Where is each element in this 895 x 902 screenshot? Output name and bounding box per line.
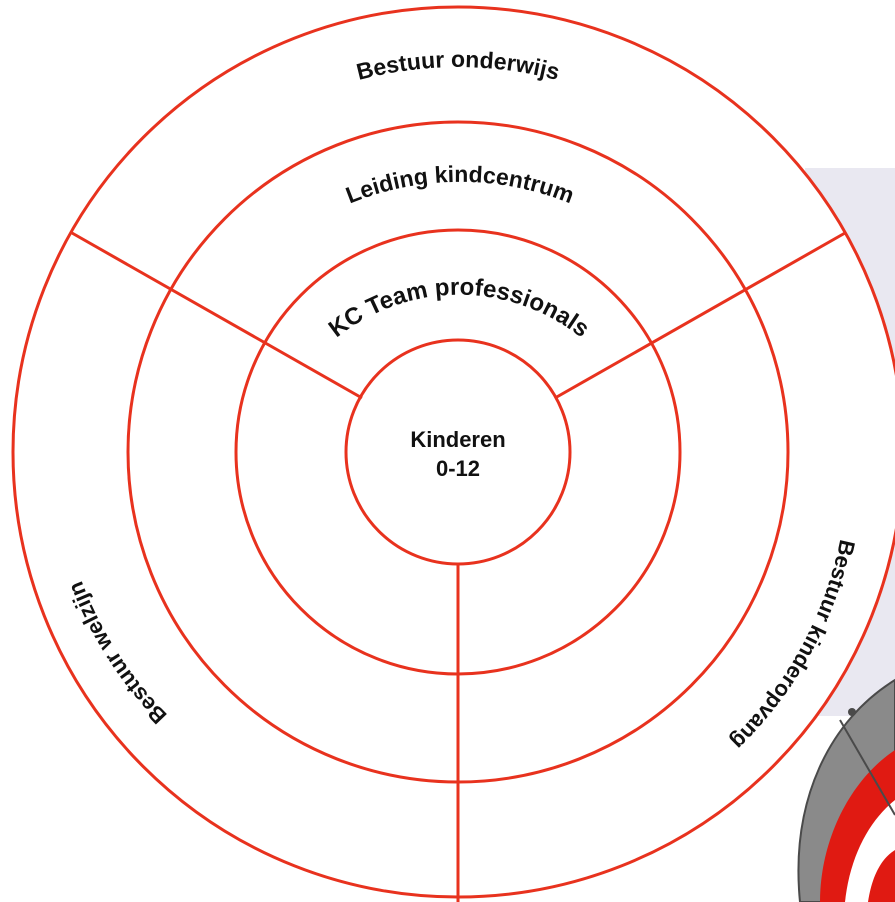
spoke-left <box>71 231 363 400</box>
outer-circle-fill <box>12 6 895 898</box>
center-label-line2: 0-12 <box>436 456 480 481</box>
spoke-right <box>554 231 846 400</box>
umbrella-icon <box>797 678 895 902</box>
center-label-line1: Kinderen <box>410 427 505 452</box>
